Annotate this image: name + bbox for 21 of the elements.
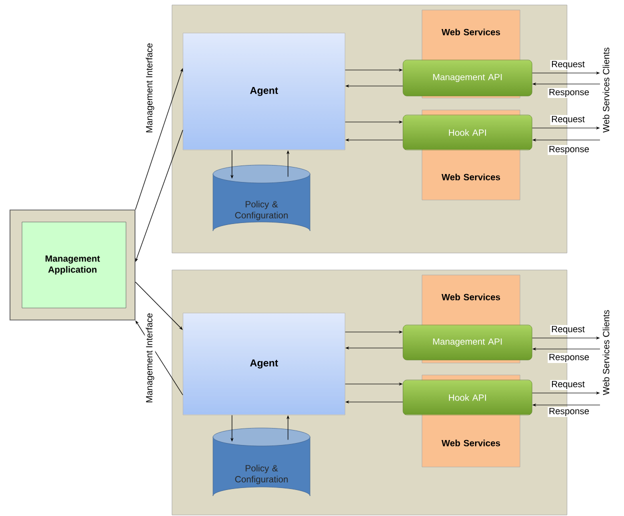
api-button: Management API — [402, 324, 532, 360]
api-button: Management API — [402, 60, 532, 96]
agent-box: Agent — [182, 312, 346, 416]
rotated-label: Management Interface — [144, 42, 156, 134]
rotated-label: Management Interface — [144, 312, 156, 404]
agent-box: Agent — [182, 32, 346, 150]
edge-label: Request — [550, 60, 586, 70]
api-button: Hook API — [402, 114, 532, 150]
clients-label: Web Services Clients — [602, 310, 610, 396]
edge-label: Response — [548, 406, 590, 418]
api-button: Hook API — [402, 380, 532, 416]
application-box: Management Application — [10, 210, 136, 320]
database-cylinder: Policy & Configuration — [212, 428, 310, 496]
edge-label: Response — [548, 88, 590, 98]
edge-label: Response — [548, 144, 590, 156]
clients-label: Web Services Clients — [602, 48, 610, 133]
edge-label: Request — [550, 324, 586, 336]
edge-label: Response — [548, 352, 590, 364]
edge-label: Request — [550, 380, 586, 390]
edge-label: Request — [550, 114, 586, 126]
database-cylinder: Policy & Configuration — [212, 164, 310, 232]
